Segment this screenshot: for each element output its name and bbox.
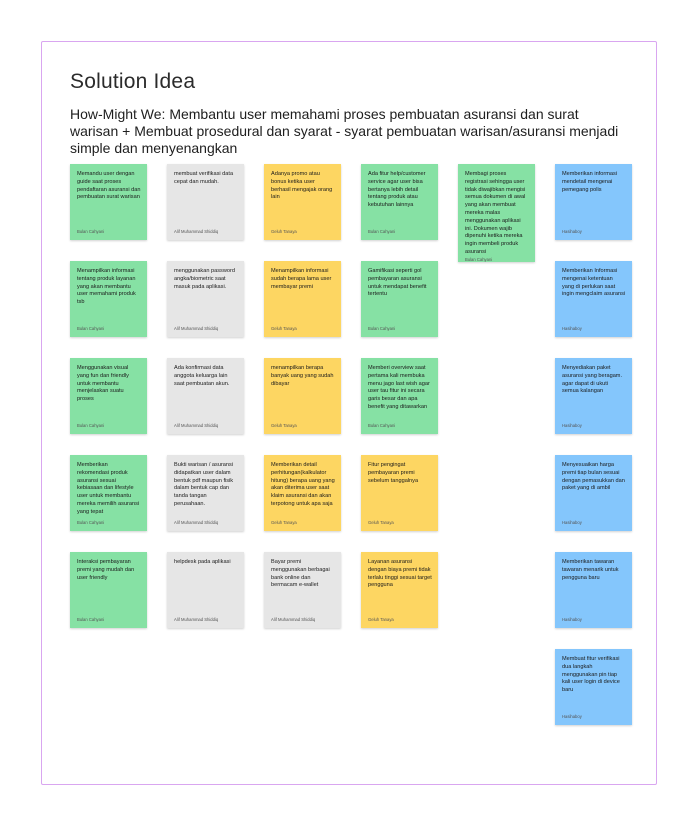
note-text: membuat verifikasi data cepat dan mudah. bbox=[174, 171, 234, 185]
note-text: Fitur pengingat pembayaran premi sebelum… bbox=[368, 462, 419, 484]
sticky-note[interactable]: Interaksi pembayaran premi yang mudah da… bbox=[70, 552, 147, 628]
sticky-note[interactable]: Ada konfirmasi data anggota keluarga lai… bbox=[167, 358, 244, 434]
how-might-we-statement: How-Might We: Membantu user memahami pro… bbox=[70, 106, 619, 156]
sticky-note[interactable]: Memberikan rekomendasi produk asuransi s… bbox=[70, 455, 147, 531]
note-author: Alif Muhammad Shiddiq bbox=[174, 617, 219, 622]
note-author: Bulan Cahyani bbox=[465, 256, 493, 262]
sticky-note[interactable]: Memberikan tawaran tawaran menarik untuk… bbox=[555, 552, 632, 628]
note-text: Menyediakan paket asuransi yang beragam.… bbox=[562, 365, 623, 395]
note-author: Bulan Cahyani bbox=[77, 326, 105, 331]
note-text: Memberikan detail perhitungan(kalkulator… bbox=[271, 462, 335, 507]
note-text: Gamifikasi seperti gol pembayaran asuran… bbox=[368, 268, 427, 298]
note-author: Bulan Cahyani bbox=[368, 423, 396, 428]
board-frame: Solution Idea How-Might We: Membantu use… bbox=[41, 41, 657, 785]
note-author: Bulan Cahyani bbox=[77, 229, 105, 234]
note-author: Bulan Cahyani bbox=[368, 229, 396, 234]
note-author: Hasihaboy bbox=[562, 326, 582, 331]
note-text: Membagi proses registrasi sehingga user … bbox=[465, 171, 526, 255]
sticky-note[interactable]: Adanya promo atau bonus ketika user berh… bbox=[264, 164, 341, 240]
note-text: Layanan asuransi dengan biaya premi tida… bbox=[368, 559, 432, 589]
sticky-note[interactable]: Bayar premi menggunakan berbagai bank on… bbox=[264, 552, 341, 628]
sticky-note[interactable]: Bukti warisan / asuransi didapatkan user… bbox=[167, 455, 244, 531]
note-text: Memberikan Informasi mengenai ketentuan … bbox=[562, 268, 626, 298]
note-author: Hasihaboy bbox=[562, 423, 582, 428]
note-author: Alif Muhammad Shiddiq bbox=[174, 229, 219, 234]
note-author: Alif Muhammad Shiddiq bbox=[174, 520, 219, 525]
note-author: Bulan Cahyani bbox=[77, 520, 105, 525]
note-text: menggunakan password angka/biometric saa… bbox=[174, 268, 235, 290]
note-author: Alif Muhammad Shiddiq bbox=[271, 617, 316, 622]
note-text: Menampilkan informasi tentang produk lay… bbox=[77, 268, 136, 306]
sticky-note[interactable]: Memandu user dengan guide saat proses pe… bbox=[70, 164, 147, 240]
sticky-note[interactable]: Menyediakan paket asuransi yang beragam.… bbox=[555, 358, 632, 434]
note-author: Bulan Cahyani bbox=[77, 617, 105, 622]
note-text: Bayar premi menggunakan berbagai bank on… bbox=[271, 559, 330, 589]
sticky-note[interactable]: Menyesuaikan harga premi tiap bulan sesu… bbox=[555, 455, 632, 531]
sticky-note[interactable]: menampilkan berapa banyak uang yang suda… bbox=[264, 358, 341, 434]
note-text: Memberikan tawaran tawaran menarik untuk… bbox=[562, 559, 619, 581]
sticky-note[interactable]: Memberikan informasi mendetail mengenai … bbox=[555, 164, 632, 240]
sticky-note[interactable]: Membuat fitur verifikasi dua langkah men… bbox=[555, 649, 632, 725]
note-text: menampilkan berapa banyak uang yang suda… bbox=[271, 365, 334, 387]
note-author: Bulan Cahyani bbox=[77, 423, 105, 428]
note-text: Ada konfirmasi data anggota keluarga lai… bbox=[174, 365, 230, 387]
note-text: Memberi overview saat pertama kali membu… bbox=[368, 365, 430, 410]
note-text: helpdesk pada aplikasi bbox=[174, 559, 231, 565]
note-text: Menggunakan visual yang fun dan friendly… bbox=[77, 365, 129, 403]
note-text: Menyesuaikan harga premi tiap bulan sesu… bbox=[562, 462, 625, 492]
note-author: Hasihaboy bbox=[562, 714, 582, 719]
note-text: Memberikan informasi mendetail mengenai … bbox=[562, 171, 618, 193]
note-author: Hasihaboy bbox=[562, 617, 582, 622]
sticky-note-grid: Memandu user dengan guide saat proses pe… bbox=[70, 164, 635, 774]
sticky-note[interactable]: Ada fitur help/customer service agar use… bbox=[361, 164, 438, 240]
note-text: Membuat fitur verifikasi dua langkah men… bbox=[562, 656, 620, 694]
note-author: Geluh Tanaya bbox=[271, 326, 297, 331]
sticky-note[interactable]: Menampilkan informasi tentang produk lay… bbox=[70, 261, 147, 337]
note-author: Hasihaboy bbox=[562, 520, 582, 525]
note-author: Hasihaboy bbox=[562, 229, 582, 234]
sticky-note[interactable]: Gamifikasi seperti gol pembayaran asuran… bbox=[361, 261, 438, 337]
board-title: Solution Idea bbox=[70, 70, 196, 93]
sticky-note[interactable]: Memberikan Informasi mengenai ketentuan … bbox=[555, 261, 632, 337]
note-author: Alif Muhammad Shiddiq bbox=[174, 423, 219, 428]
note-text: Memandu user dengan guide saat proses pe… bbox=[77, 171, 141, 201]
sticky-note[interactable]: Memberi overview saat pertama kali membu… bbox=[361, 358, 438, 434]
note-author: Geluh Tanaya bbox=[271, 229, 297, 234]
sticky-note[interactable]: Layanan asuransi dengan biaya premi tida… bbox=[361, 552, 438, 628]
sticky-note[interactable]: Memberikan detail perhitungan(kalkulator… bbox=[264, 455, 341, 531]
sticky-note[interactable]: Membagi proses registrasi sehingga user … bbox=[458, 164, 535, 262]
note-text: Memberikan rekomendasi produk asuransi s… bbox=[77, 462, 140, 515]
sticky-note[interactable]: membuat verifikasi data cepat dan mudah.… bbox=[167, 164, 244, 240]
note-author: Alif Muhammad Shiddiq bbox=[174, 326, 219, 331]
sticky-note[interactable]: Fitur pengingat pembayaran premi sebelum… bbox=[361, 455, 438, 531]
note-text: Ada fitur help/customer service agar use… bbox=[368, 171, 426, 209]
note-text: Menampilkan informasi sudah berapa lama … bbox=[271, 268, 332, 290]
note-text: Bukti warisan / asuransi didapatkan user… bbox=[174, 462, 234, 507]
note-author: Geluh Tanaya bbox=[368, 520, 394, 525]
note-author: Geluh Tanaya bbox=[368, 617, 394, 622]
sticky-note[interactable]: menggunakan password angka/biometric saa… bbox=[167, 261, 244, 337]
note-author: Bulan Cahyani bbox=[368, 326, 396, 331]
sticky-note[interactable]: Menggunakan visual yang fun dan friendly… bbox=[70, 358, 147, 434]
note-author: Geluh Tanaya bbox=[271, 423, 297, 428]
note-text: Interaksi pembayaran premi yang mudah da… bbox=[77, 559, 135, 581]
note-text: Adanya promo atau bonus ketika user berh… bbox=[271, 171, 333, 201]
note-author: Geluh Tanaya bbox=[271, 520, 297, 525]
sticky-note[interactable]: Menampilkan informasi sudah berapa lama … bbox=[264, 261, 341, 337]
